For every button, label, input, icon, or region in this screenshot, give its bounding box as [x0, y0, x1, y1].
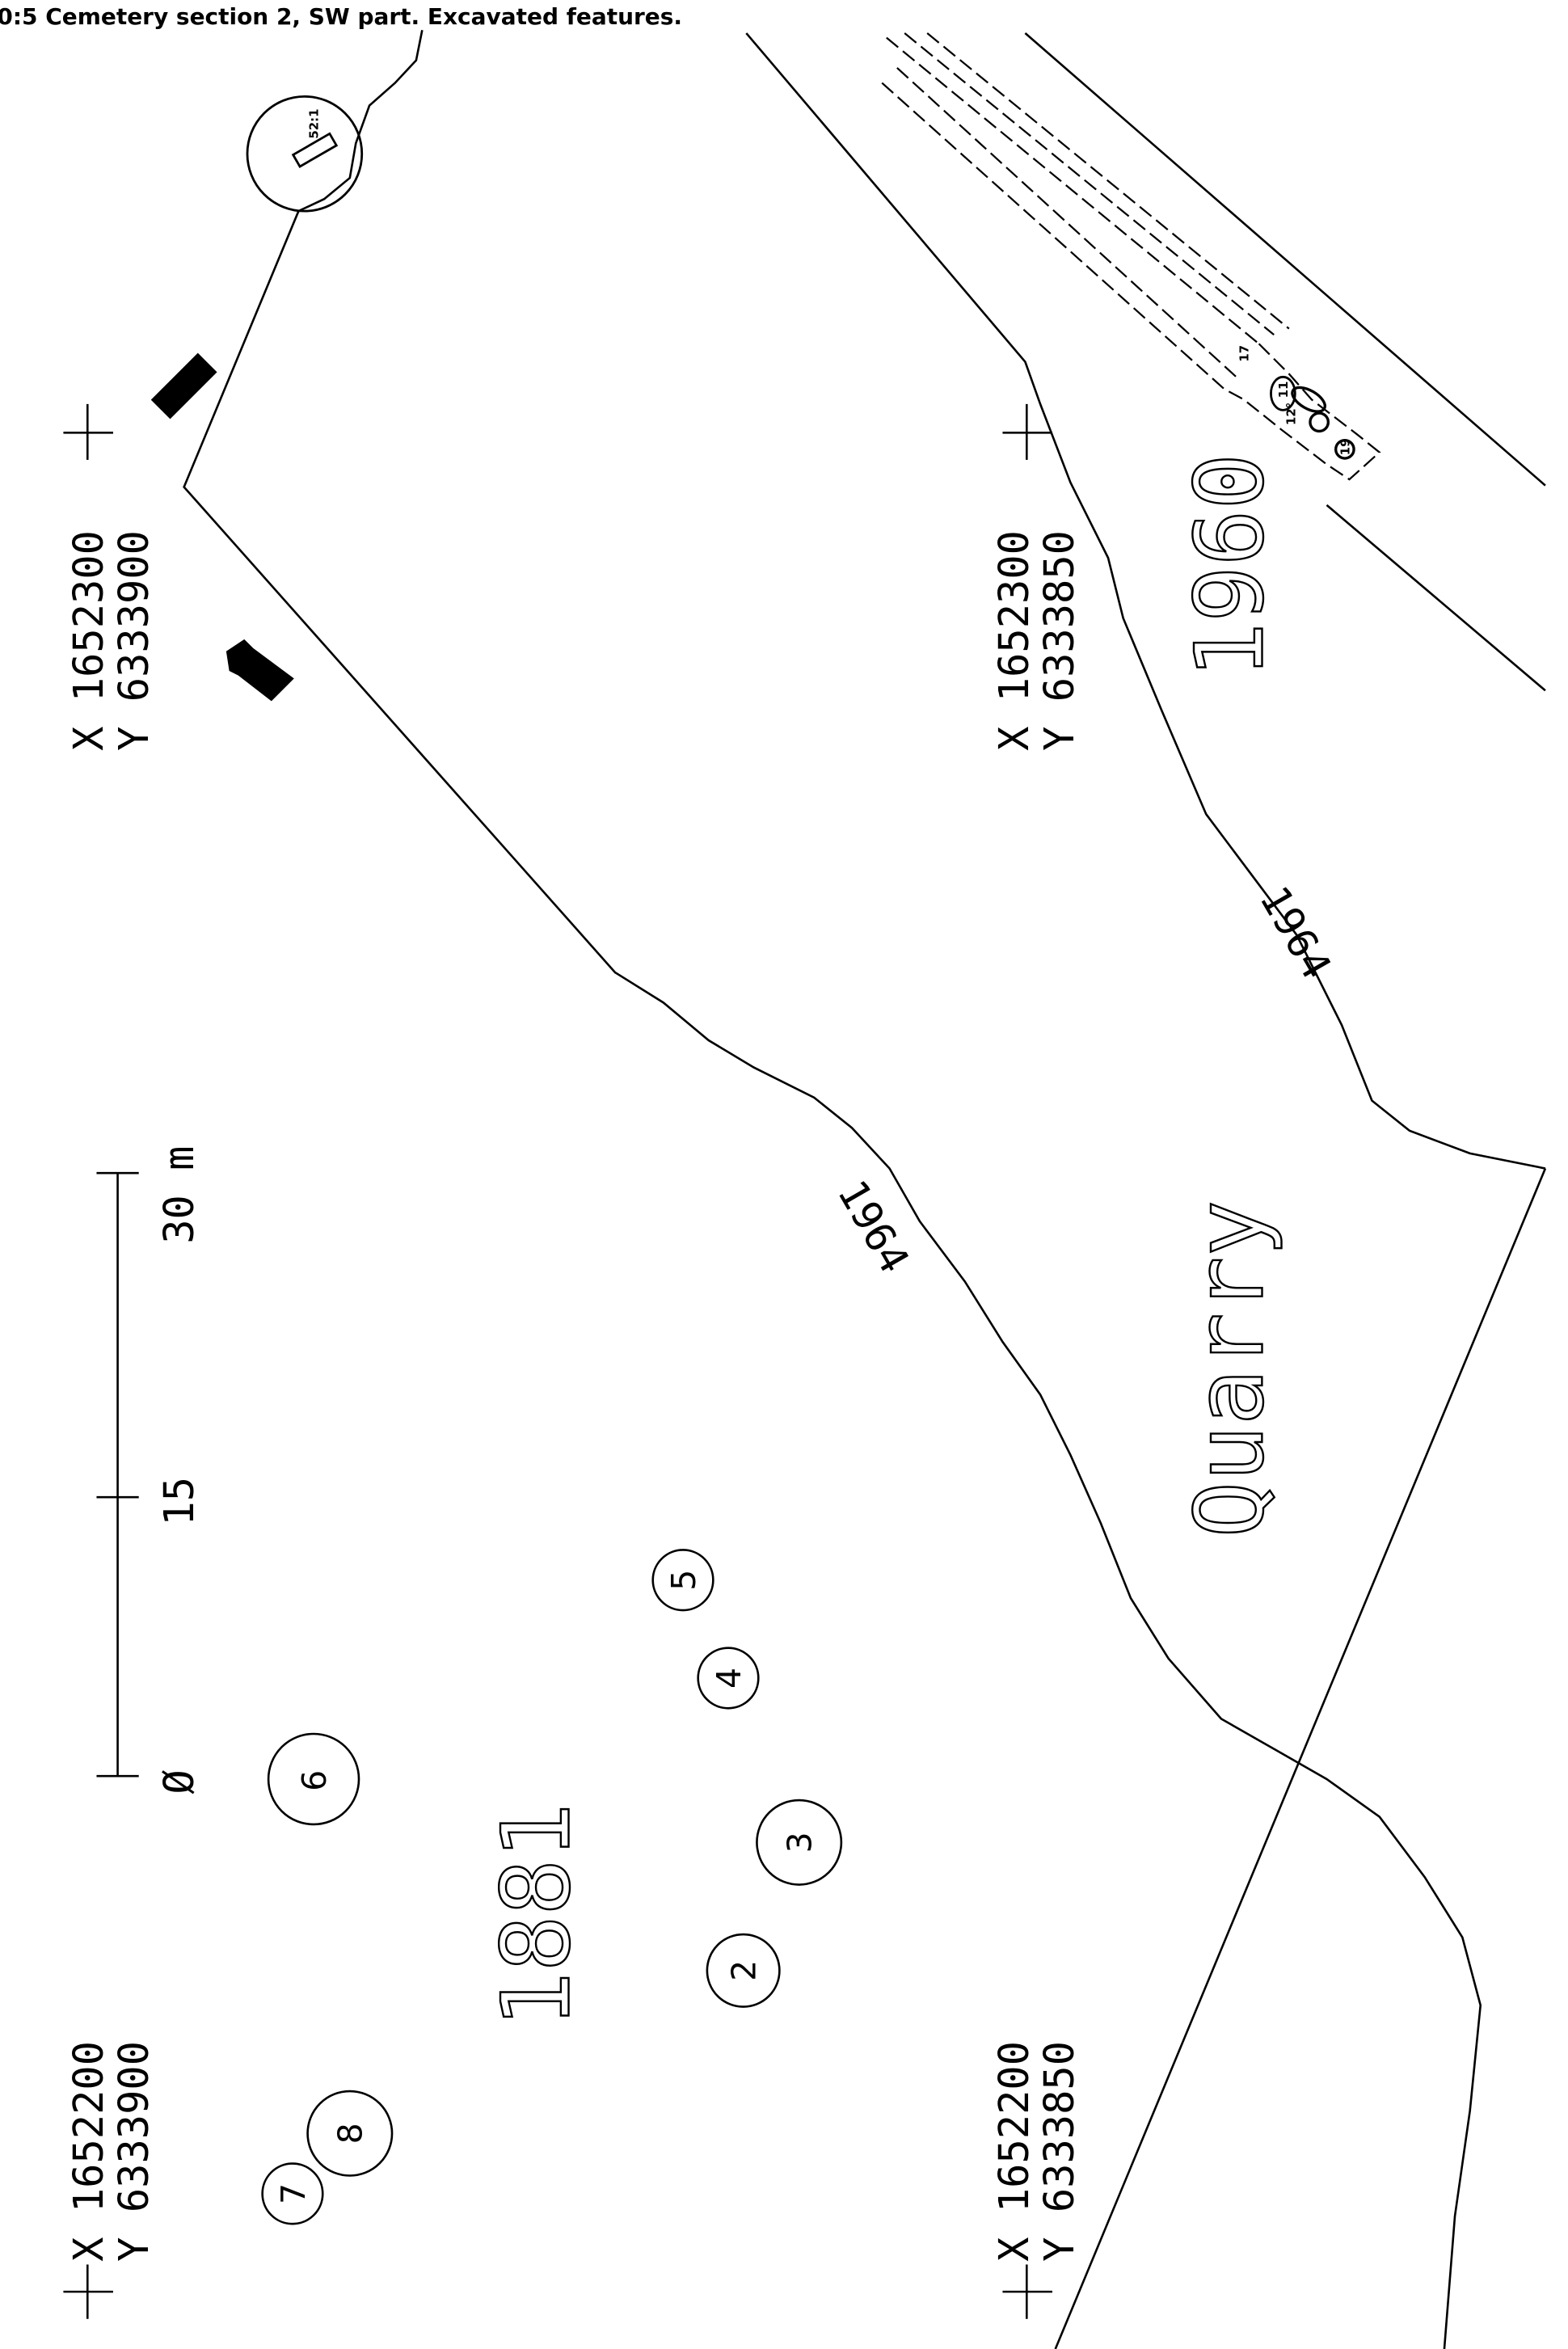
trench-outline [881, 32, 1381, 481]
svg-text:3: 3 [781, 1832, 820, 1853]
feature-5: 5 [651, 1549, 714, 1612]
quarry-edge-1964 [745, 32, 1546, 1170]
coord-y-nw: Y 6333900 [110, 2041, 158, 2262]
trench-features: 17 11 12° 19 [1237, 345, 1355, 460]
scale-label-15: 15 [155, 1477, 203, 1526]
feature-4: 4 [697, 1647, 760, 1710]
coord-x-se: X 1652300 [990, 530, 1038, 751]
svg-text:4: 4 [710, 1668, 748, 1689]
road-edge-line [1326, 504, 1546, 692]
coord-x-sw: X 1652200 [990, 2041, 1038, 2262]
svg-text:8: 8 [331, 2123, 370, 2144]
scale-label-30m: 30 m [155, 1146, 203, 1244]
road-edge-line [1024, 32, 1546, 487]
quarry-label: Quarry [1176, 1200, 1284, 1538]
feature-12-label: 12° [1283, 403, 1298, 425]
feature-11-label: 11 [1276, 382, 1291, 399]
svg-text:6: 6 [295, 1770, 334, 1791]
year-label-1881: 1881 [483, 1803, 591, 2027]
feature-6: 6 [267, 1732, 360, 1826]
coord-y-se: Y 6333850 [1035, 530, 1083, 751]
feature-7: 7 [261, 2162, 324, 2225]
feature-17-label: 17 [1237, 345, 1251, 362]
excavation-boundary [183, 30, 1482, 2349]
feature-2: 2 [706, 1933, 781, 2008]
stone-block [226, 639, 294, 702]
coord-x-nw: X 1652200 [65, 2041, 112, 2262]
year-label-1960: 1960 [1176, 453, 1284, 678]
year-label-1964: 1964 [828, 1172, 919, 1281]
coord-x-ne: X 1652300 [65, 530, 112, 751]
scale-label-0: Ø [155, 1769, 203, 1794]
stone-block [150, 352, 217, 420]
modern-road-line [1054, 1168, 1547, 2349]
map-title: 0:5 Cemetery section 2, SW part. Excavat… [0, 3, 682, 30]
feature-52-1: 52:1 [246, 95, 364, 213]
feature-3: 3 [756, 1799, 843, 1886]
feature-52-1-label: 52:1 [307, 109, 322, 139]
grid-crosses [63, 403, 1053, 2319]
year-label-1964: 1964 [1250, 878, 1341, 987]
coord-y-sw: Y 6333850 [1035, 2041, 1083, 2262]
svg-text:7: 7 [274, 2183, 313, 2204]
coord-y-ne: Y 6333900 [110, 530, 158, 751]
svg-text:5: 5 [664, 1570, 703, 1591]
feature-19-label: 19 [1338, 439, 1352, 456]
svg-text:2: 2 [725, 1960, 764, 1981]
scale-bar: Ø 15 30 m [96, 1146, 203, 1794]
feature-8: 8 [306, 2090, 394, 2177]
